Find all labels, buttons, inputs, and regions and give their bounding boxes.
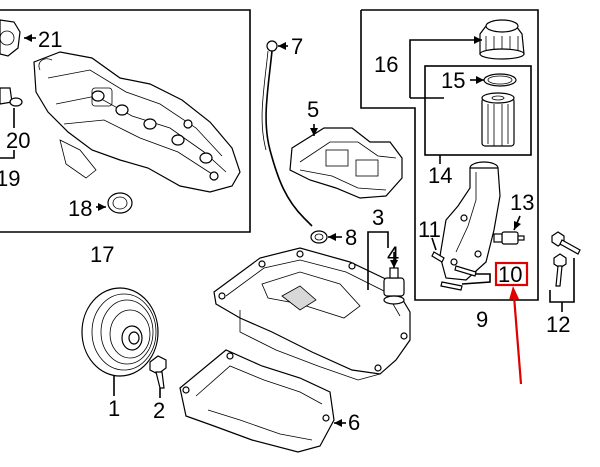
lower-oil-pan-part — [179, 349, 335, 453]
oil-filter-group-frame — [360, 9, 539, 301]
crankshaft-pulley-part — [81, 287, 159, 377]
callout-1: 1 — [108, 396, 120, 421]
callout-16: 16 — [374, 52, 398, 77]
callout-15: 15 — [441, 68, 465, 93]
callout-9: 9 — [476, 307, 488, 332]
oil-baffle-part — [289, 127, 403, 199]
callout-4: 4 — [387, 242, 399, 267]
intake-manifold-part — [33, 51, 241, 193]
callout-5: 5 — [307, 97, 319, 122]
oil-filter-inner-frame — [424, 65, 532, 156]
callout-14: 14 — [428, 163, 452, 188]
bracket-bolts-part — [551, 231, 581, 287]
oil-filter-housing-part — [439, 161, 501, 281]
callout-21: 21 — [38, 27, 62, 52]
highlight-arrowhead — [509, 286, 519, 300]
callout-8: 8 — [345, 225, 357, 250]
callout-2: 2 — [153, 398, 165, 423]
highlight-arrow — [512, 295, 523, 385]
housing-bolts-part — [431, 251, 477, 291]
drain-plug-part — [310, 230, 328, 244]
oil-filter-cap-part — [479, 19, 525, 60]
callout-7: 7 — [291, 34, 303, 59]
callout-19: 19 — [0, 166, 20, 191]
highlight-box — [494, 261, 529, 287]
callout-6: 6 — [348, 410, 360, 435]
pulley-bolt-part — [149, 355, 167, 389]
filter-seal-part — [483, 73, 517, 87]
throttle-body-part — [0, 19, 23, 107]
callout-17: 17 — [90, 242, 114, 267]
dipstick-part — [261, 40, 313, 227]
callout-20: 20 — [6, 128, 30, 153]
callout-18: 18 — [68, 196, 92, 221]
intake-group-frame — [0, 9, 251, 233]
callout-10: 10 — [498, 262, 522, 287]
callout-3: 3 — [372, 205, 384, 230]
callout-13: 13 — [510, 190, 534, 215]
oil-filter-element-part — [481, 92, 515, 147]
callout-12: 12 — [546, 312, 570, 337]
oil-pressure-sender-part — [493, 231, 525, 245]
manifold-gasket-part — [107, 192, 133, 214]
callout-11: 11 — [418, 217, 441, 242]
oil-pan-part — [213, 247, 411, 381]
oil-level-sensor-part — [383, 267, 405, 305]
